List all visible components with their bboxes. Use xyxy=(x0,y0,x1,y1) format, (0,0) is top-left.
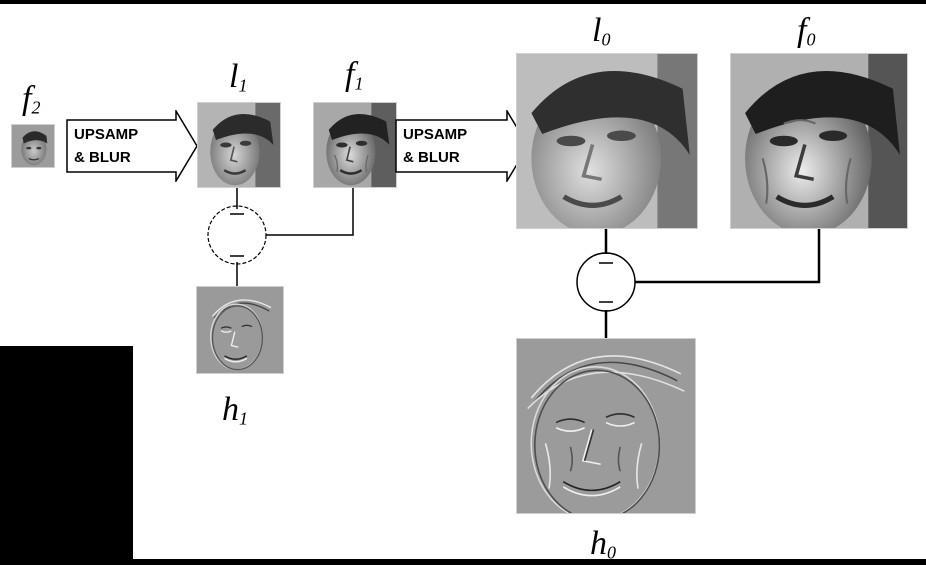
face-photo-icon xyxy=(731,54,907,228)
upsample-arrow-2-line2: & BLUR xyxy=(403,149,460,166)
l1-image xyxy=(197,102,281,188)
face-photo-icon xyxy=(12,125,54,167)
f0-image xyxy=(730,53,908,229)
h0-label: h0 xyxy=(590,525,616,563)
h1-image xyxy=(196,286,284,374)
wire-f0-to-adder xyxy=(635,227,821,284)
detail-residual-icon xyxy=(197,287,283,373)
face-photo-icon xyxy=(198,103,280,187)
top-border xyxy=(0,0,926,4)
face-photo-icon xyxy=(314,103,396,187)
wire-f1-to-adder xyxy=(266,186,354,236)
upsample-arrow-icon xyxy=(66,108,198,184)
upsample-arrow-1-line2: & BLUR xyxy=(74,149,131,166)
adder-0-circle xyxy=(576,252,636,312)
detail-residual-icon xyxy=(517,339,695,513)
f0-label: f0 xyxy=(797,12,816,50)
bottom-border xyxy=(0,559,926,565)
l1-label: l1 xyxy=(229,58,248,96)
upsample-arrow-1-line1: UPSAMP xyxy=(74,126,139,143)
adder-plus-marks xyxy=(230,213,613,303)
f1-image xyxy=(313,102,397,188)
h0-image xyxy=(516,338,696,514)
f1-label: f1 xyxy=(345,56,364,94)
upsample-arrow-2-line1: UPSAMP xyxy=(403,126,468,143)
upsample-arrow-2: UPSAMP & BLUR xyxy=(395,108,529,184)
upsample-arrow-1: UPSAMP & BLUR xyxy=(66,108,198,184)
h1-label: h1 xyxy=(222,391,248,429)
adder-1-circle xyxy=(207,205,267,265)
black-corner-block xyxy=(0,346,133,565)
f2-image xyxy=(11,124,55,168)
l0-image xyxy=(516,53,698,229)
l0-label: l0 xyxy=(592,12,611,50)
face-photo-icon xyxy=(517,54,697,228)
f2-label: f2 xyxy=(22,80,41,118)
